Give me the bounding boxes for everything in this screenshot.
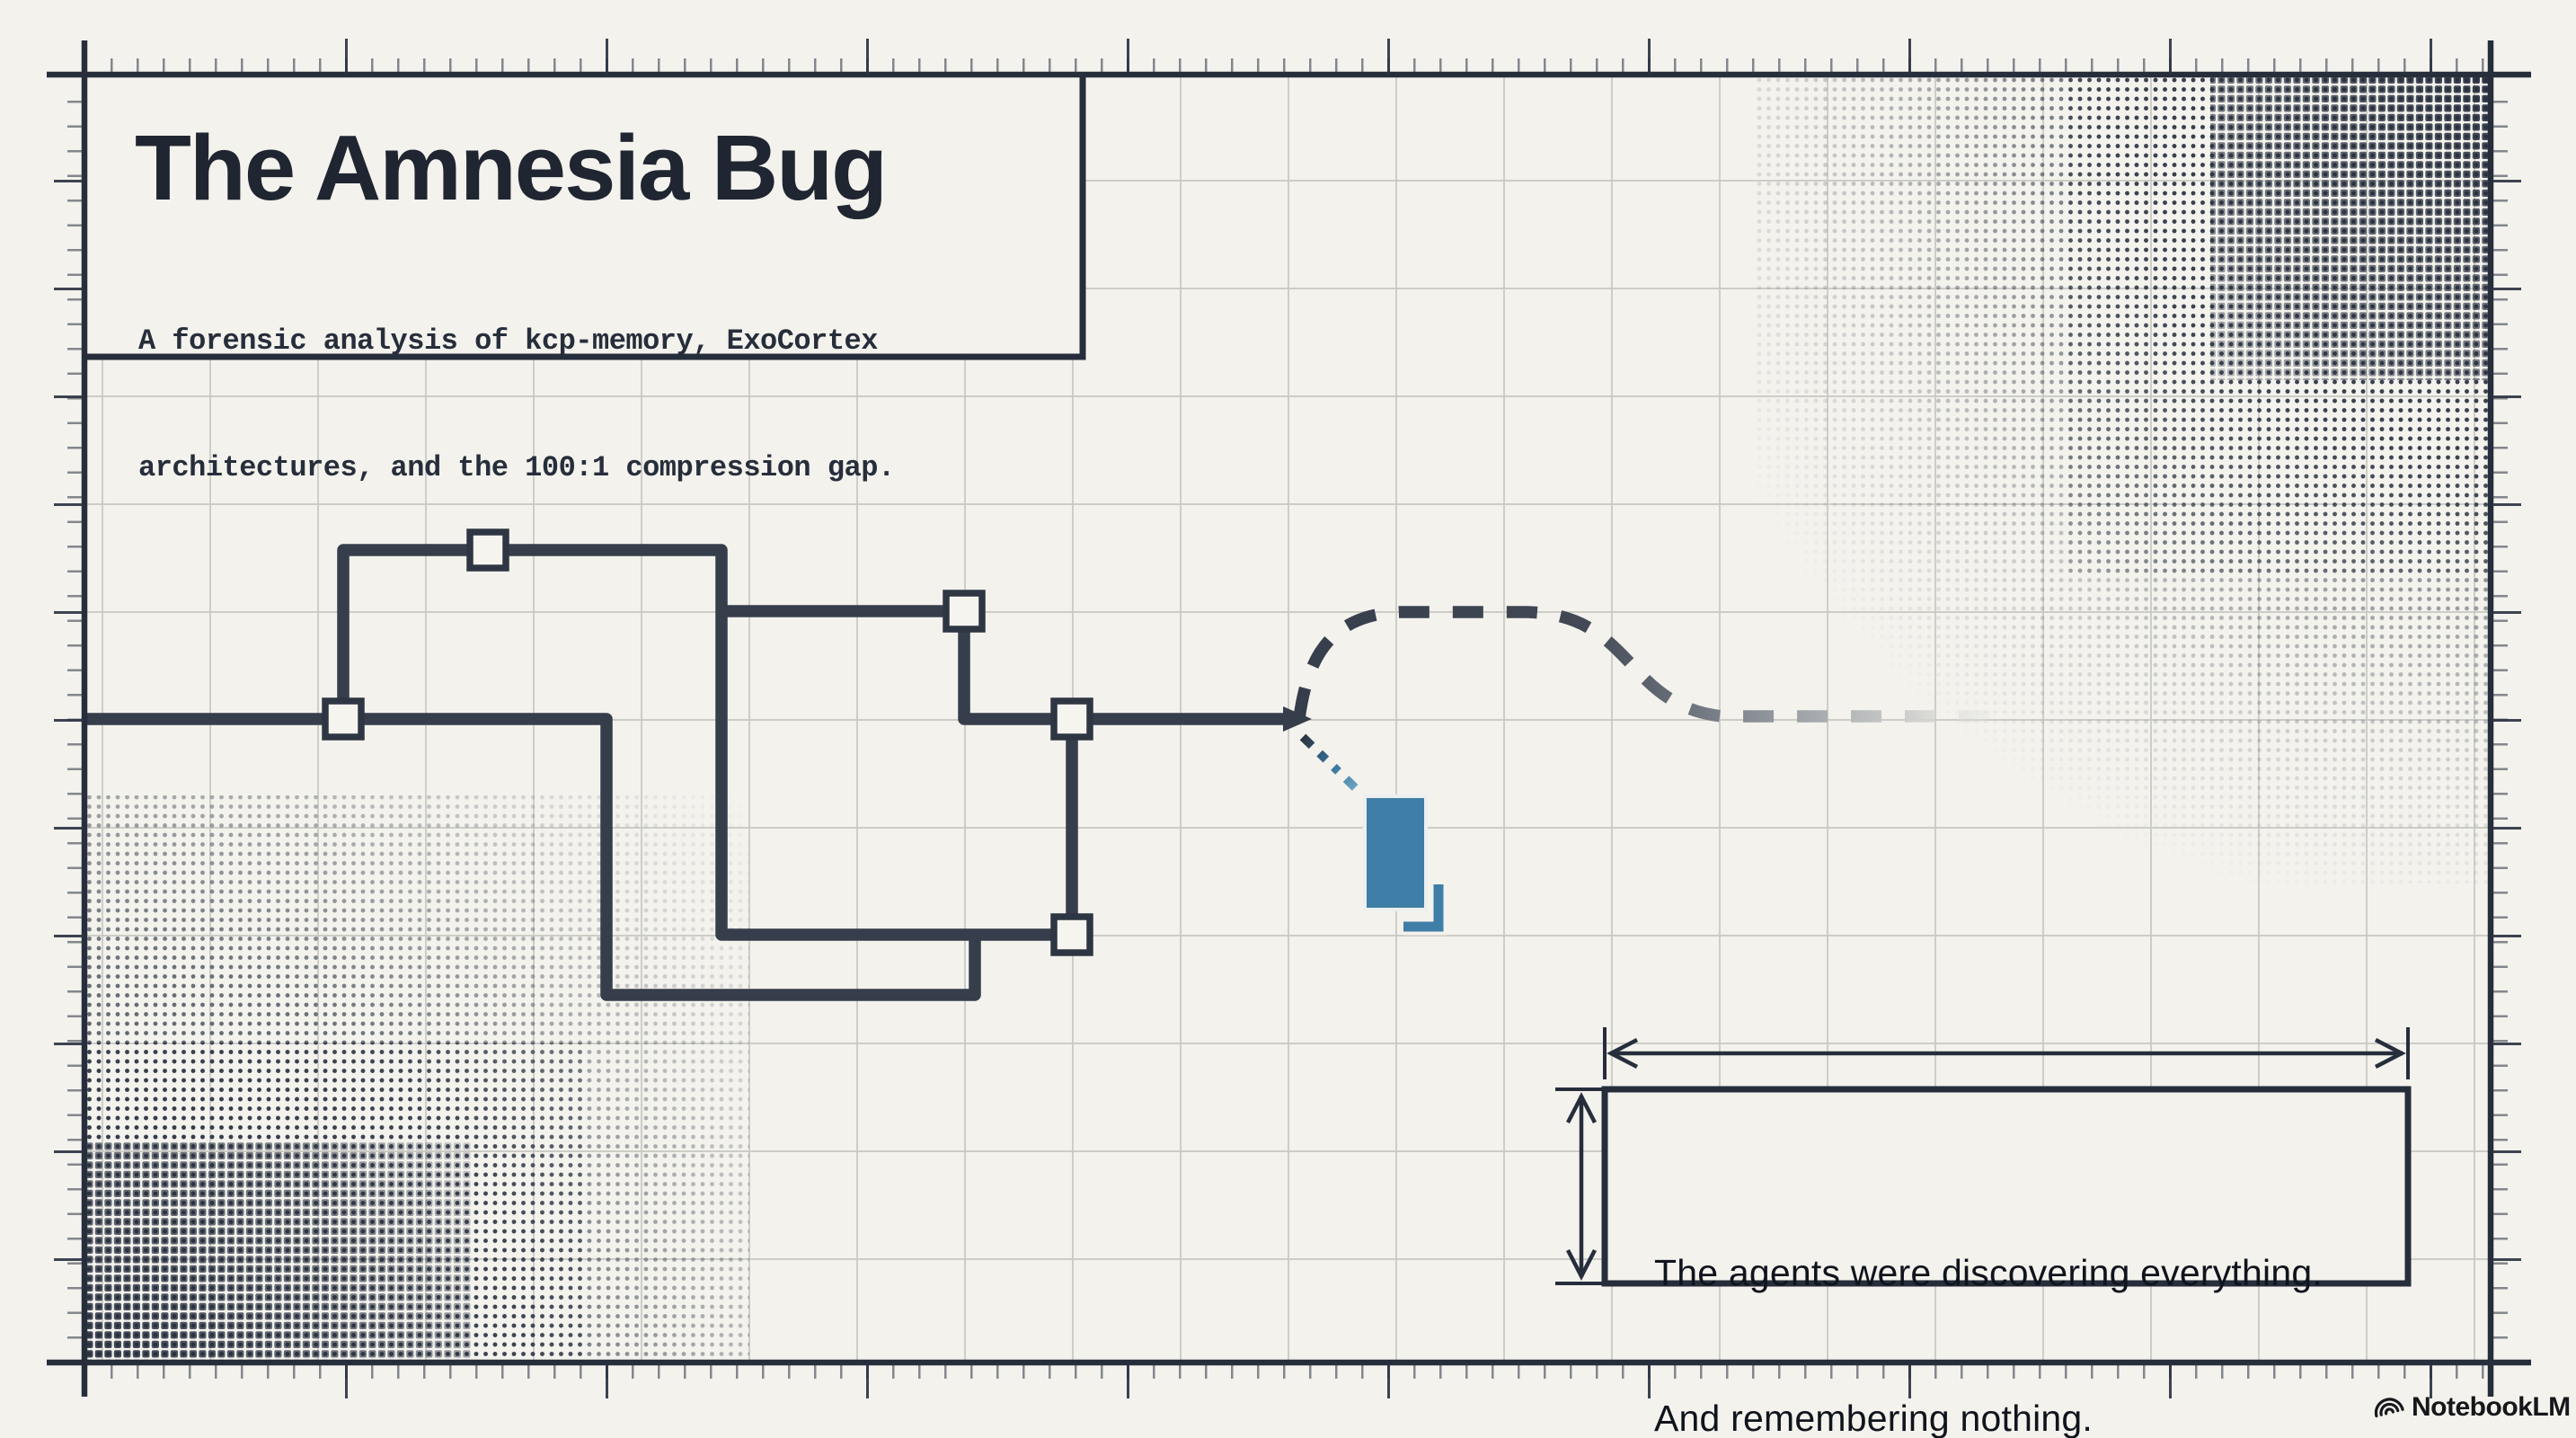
dimension-arrow-vertical: [1555, 1087, 1607, 1285]
quote-box: [1601, 1086, 2412, 1287]
page-subtitle-line-2: architectures, and the 100:1 compression…: [138, 451, 895, 484]
title-box: [84, 75, 1086, 360]
page-subtitle: A forensic analysis of kcp-memory, ExoCo…: [138, 235, 895, 573]
quote-line-1: The agents were discovering everything.: [1654, 1252, 2323, 1293]
trace-output-line: [958, 611, 1287, 725]
trace-node: [1050, 913, 1093, 956]
trace-outer-loop: [84, 713, 981, 1001]
trace-nodes: [322, 528, 1093, 956]
trace-upper-loop: [337, 544, 1072, 941]
ruler-ticks: [54, 39, 2521, 1398]
trace-node: [1050, 697, 1093, 741]
dimension-arrow-horizontal: [1603, 1027, 2410, 1079]
page-subtitle-line-1: A forensic analysis of kcp-memory, ExoCo…: [138, 324, 878, 358]
trace-node: [322, 697, 365, 741]
quote-line-2: And remembering nothing.: [1654, 1398, 2093, 1438]
halftone-top-right: [1752, 75, 2491, 883]
trace-node: [466, 528, 509, 572]
trace-node: [943, 590, 986, 633]
memory-fade-curve: [1293, 606, 2011, 723]
notebooklm-swirl-icon: [2374, 1398, 2404, 1418]
watermark: NotebookLM: [2372, 1391, 2571, 1424]
cursor-dotted-lead: [1299, 733, 1366, 798]
trace-tip: [1283, 706, 1312, 732]
halftone-bottom-left: [84, 795, 749, 1363]
cursor-bracket: [1403, 884, 1444, 932]
quote: The agents were discovering everything. …: [1654, 1151, 2323, 1438]
page-title: The Amnesia Bug: [135, 116, 888, 219]
schematic-trace: [84, 544, 1287, 1001]
cursor-block: [1363, 794, 1428, 911]
watermark-label: NotebookLM: [2412, 1392, 2571, 1422]
